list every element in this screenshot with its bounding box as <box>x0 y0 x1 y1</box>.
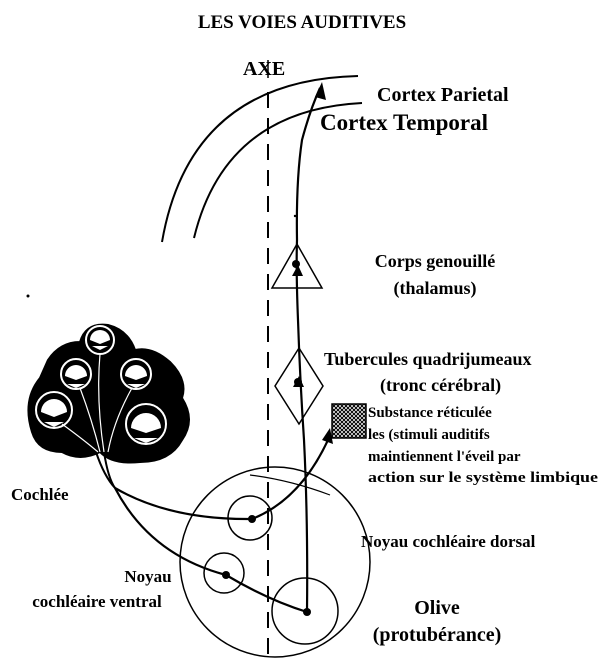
label-olive: Olive <box>414 597 460 619</box>
cochlea-shape <box>28 325 189 463</box>
path-to-dorsal <box>115 488 252 519</box>
label-protuberance: (protubérance) <box>373 624 502 646</box>
label-cochlee: Cochlée <box>11 485 69 504</box>
label-substance-reticulee: Substance réticulée <box>368 405 492 421</box>
label-noyau-ventral: Noyau <box>124 567 171 586</box>
diagram-title: LES VOIES AUDITIVES <box>198 12 406 33</box>
substance-reticulee-box <box>332 404 366 438</box>
brainstem-outline <box>180 467 370 657</box>
path-ventral-to-olive <box>226 575 307 612</box>
arrow-cortex <box>315 82 326 100</box>
label-cortex-parietal: Cortex Parietal <box>377 84 509 106</box>
label-substance-line4: action sur le système limbique <box>368 470 598 486</box>
label-tubercules: Tubercules quadrijumeaux <box>324 349 532 369</box>
path-to-reticular <box>252 440 328 519</box>
label-noyau-dorsal: Noyau cochléaire dorsal <box>361 532 536 551</box>
label-cochleaire-ventral: cochléaire ventral <box>32 592 162 611</box>
label-thalamus: (thalamus) <box>393 278 476 299</box>
label-tronc-cerebral: (tronc cérébral) <box>380 375 501 396</box>
axis-label: AXE <box>243 58 285 80</box>
label-substance-line2: les (stimuli auditifs <box>368 427 490 443</box>
stray-dot <box>27 295 30 298</box>
label-corps-genouille: Corps genouillé <box>375 251 496 271</box>
stray-dot <box>294 215 296 217</box>
path-to-ventral <box>115 488 226 575</box>
label-cortex-temporal: Cortex Temporal <box>320 110 488 135</box>
cortex-parietal-arc <box>162 76 358 242</box>
label-substance-line3: maintiennent l'éveil par <box>368 449 521 465</box>
